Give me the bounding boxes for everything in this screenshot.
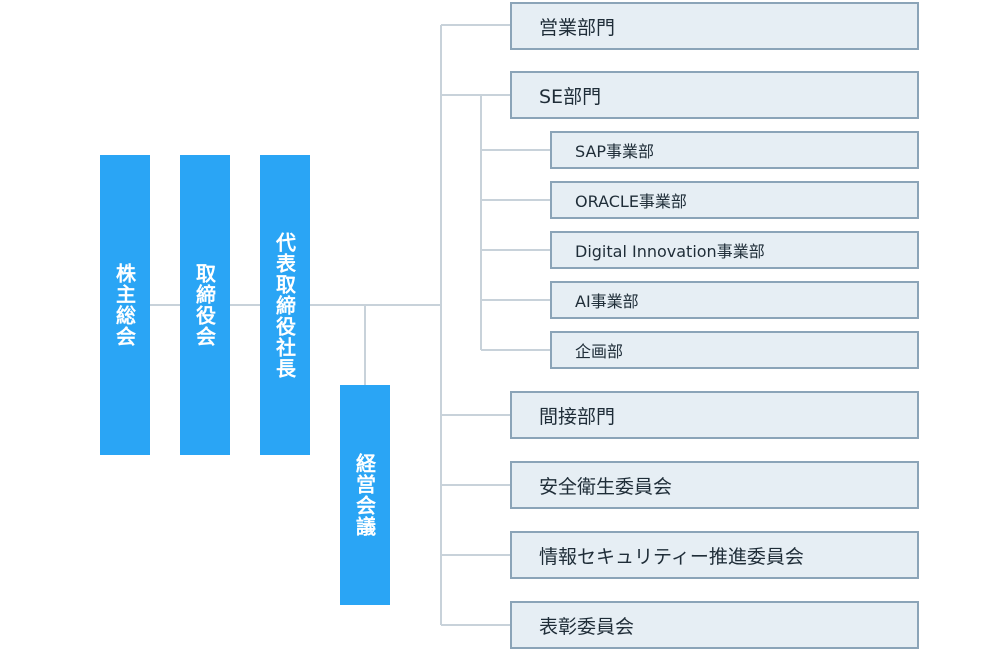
president-box[interactable]: 代表取締役社長: [260, 155, 310, 455]
division-digital-innovation-label: Digital Innovation事業部: [575, 242, 765, 261]
board-of-directors-label: 取締役会: [192, 263, 217, 347]
shareholders-meeting-box[interactable]: 株主総会: [100, 155, 150, 455]
division-ai-label: AI事業部: [575, 292, 639, 311]
dept-indirect-label: 間接部門: [539, 405, 616, 428]
dept-se[interactable]: SE部門: [510, 71, 919, 119]
board-of-directors-box[interactable]: 取締役会: [180, 155, 230, 455]
division-ai[interactable]: AI事業部: [550, 281, 919, 319]
dept-award-committee-label: 表彰委員会: [539, 615, 635, 638]
division-digital-innovation[interactable]: Digital Innovation事業部: [550, 231, 919, 269]
dept-award-committee[interactable]: 表彰委員会: [510, 601, 919, 649]
shareholders-meeting-label: 株主総会: [112, 263, 137, 347]
division-oracle-label: ORACLE事業部: [575, 192, 687, 211]
dept-info-security-committee-label: 情報セキュリティー推進委員会: [539, 545, 804, 568]
division-sap-label: SAP事業部: [575, 142, 655, 161]
dept-info-security-committee[interactable]: 情報セキュリティー推進委員会: [510, 531, 919, 579]
dept-safety-health-committee-label: 安全衛生委員会: [539, 475, 673, 498]
dept-sales[interactable]: 営業部門: [510, 2, 919, 50]
dept-safety-health-committee[interactable]: 安全衛生委員会: [510, 461, 919, 509]
dept-indirect[interactable]: 間接部門: [510, 391, 919, 439]
president-label: 代表取締役社長: [272, 231, 297, 379]
dept-se-label: SE部門: [539, 85, 602, 108]
division-planning[interactable]: 企画部: [550, 331, 919, 369]
management-meeting-label: 経営会議: [352, 453, 377, 537]
division-planning-label: 企画部: [575, 342, 624, 361]
division-oracle[interactable]: ORACLE事業部: [550, 181, 919, 219]
management-meeting-box[interactable]: 経営会議: [340, 385, 390, 605]
division-sap[interactable]: SAP事業部: [550, 131, 919, 169]
dept-sales-label: 営業部門: [539, 16, 616, 39]
